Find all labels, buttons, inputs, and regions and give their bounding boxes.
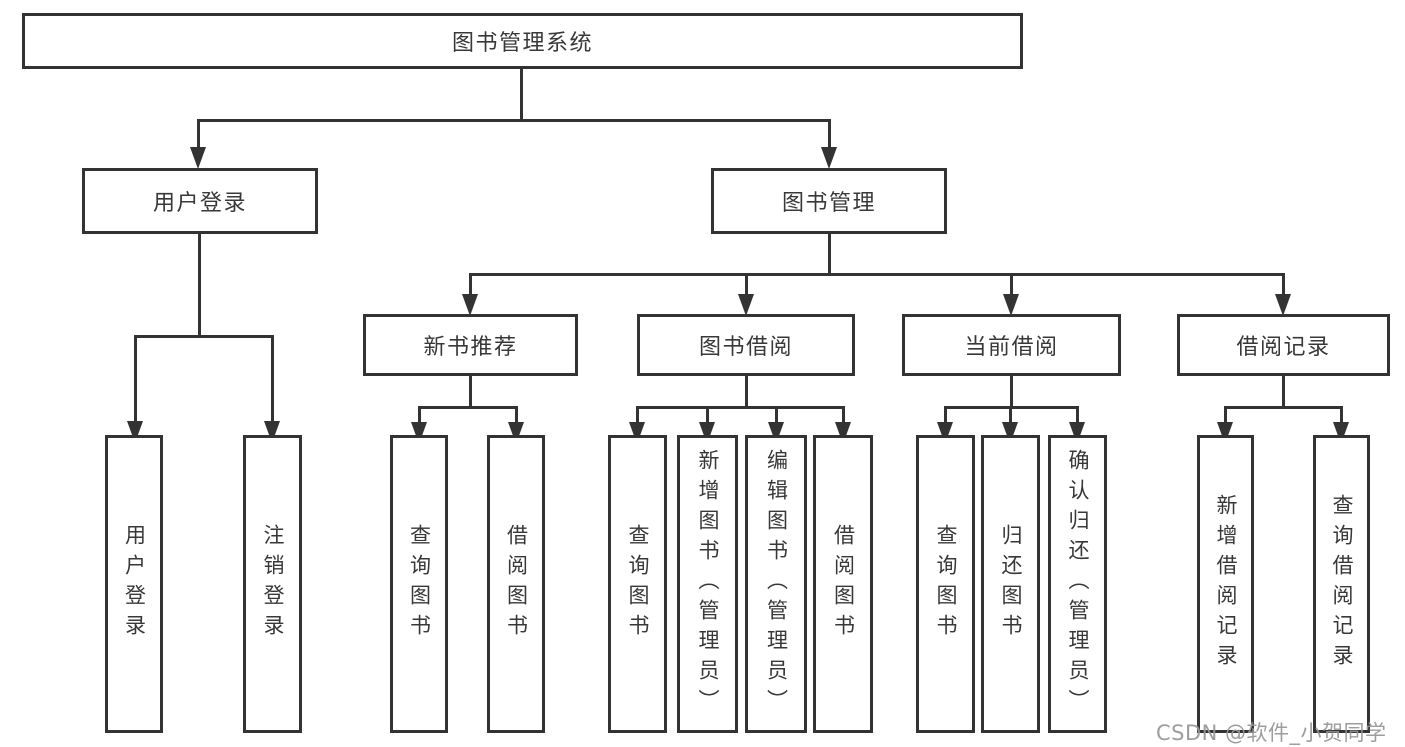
node-label: 图书管理 xyxy=(781,191,876,216)
connector-drop xyxy=(828,119,831,151)
csdn-watermark: CSDN @软件_小贺同学 xyxy=(1156,721,1387,745)
node-label: 查询图书 xyxy=(407,524,432,644)
node-book-borrowing: 图书借阅 xyxy=(637,314,855,376)
node-label: 图书借阅 xyxy=(698,335,793,360)
node-add-books-admin: 新增图书（管理员） xyxy=(677,435,738,733)
connector-group-split xyxy=(636,406,845,409)
node-borrow-records: 借阅记录 xyxy=(1177,314,1390,376)
connector-drop xyxy=(1009,406,1012,426)
connector-drop xyxy=(197,119,200,151)
connector-root-stem xyxy=(520,68,523,121)
connector-drop xyxy=(944,406,947,426)
connector-userlogin-split xyxy=(134,335,274,338)
node-confirm-return-admin: 确认归还（管理员） xyxy=(1048,435,1107,733)
node-root: 图书管理系统 xyxy=(22,13,1023,69)
node-label: 查询图书 xyxy=(934,524,958,644)
connector-drop xyxy=(775,406,778,426)
arrowhead-down-icon xyxy=(738,294,754,316)
node-new-book-recommend: 新书推荐 xyxy=(363,314,578,376)
connector-drop xyxy=(469,273,472,298)
arrowhead-down-icon xyxy=(190,147,206,169)
node-current-borrowing: 当前借阅 xyxy=(902,314,1121,376)
node-query-books-recommend: 查询图书 xyxy=(390,435,448,733)
connector-drop xyxy=(1076,406,1079,426)
node-query-books-borrowing: 查询图书 xyxy=(608,435,667,733)
arrowhead-down-icon xyxy=(1275,294,1291,316)
connector-group-split xyxy=(1224,406,1343,409)
node-label: 当前借阅 xyxy=(964,335,1059,360)
connector-drop xyxy=(134,335,137,425)
connector-group-stem xyxy=(745,376,748,408)
connector-userlogin-stem xyxy=(198,234,201,337)
connector-drop xyxy=(1340,406,1343,426)
connector-group-stem xyxy=(1282,376,1285,408)
connector-drop xyxy=(1282,273,1285,298)
connector-group-stem xyxy=(1010,376,1013,408)
node-label: 新增借阅记录 xyxy=(1214,494,1238,674)
arrowhead-down-icon xyxy=(462,294,478,316)
node-label: 借阅图书 xyxy=(504,524,529,644)
node-label: 新书推荐 xyxy=(423,335,518,360)
node-label: 借阅记录 xyxy=(1236,335,1331,360)
node-login-action: 用户登录 xyxy=(105,435,163,733)
node-label: 查询借阅记录 xyxy=(1330,494,1354,674)
node-label: 编辑图书（管理员） xyxy=(764,449,789,719)
node-query-books-current: 查询图书 xyxy=(916,435,975,733)
node-label: 用户登录 xyxy=(122,524,147,644)
node-return-books: 归还图书 xyxy=(981,435,1040,733)
connector-drop xyxy=(515,406,518,426)
node-label: 新增图书（管理员） xyxy=(696,449,720,719)
node-book-management: 图书管理 xyxy=(711,168,947,234)
node-label: 图书管理系统 xyxy=(451,31,593,56)
node-add-borrow-record: 新增借阅记录 xyxy=(1197,435,1254,733)
arrowhead-down-icon xyxy=(1003,294,1019,316)
connector-drop xyxy=(1010,273,1013,298)
connector-group-split xyxy=(418,406,518,409)
node-label: 归还图书 xyxy=(999,524,1023,644)
node-label: 借阅图书 xyxy=(831,524,856,644)
node-logout-action: 注销登录 xyxy=(243,435,302,733)
arrowhead-down-icon xyxy=(821,147,837,169)
connector-drop xyxy=(636,406,639,426)
node-label: 用户登录 xyxy=(152,191,247,216)
connector-drop xyxy=(706,406,709,426)
node-label: 查询图书 xyxy=(626,524,650,644)
node-query-borrow-record: 查询借阅记录 xyxy=(1313,435,1370,733)
connector-drop xyxy=(1224,406,1227,426)
node-borrow-books-recommend: 借阅图书 xyxy=(487,435,545,733)
connector-drop xyxy=(842,406,845,426)
connector-drop xyxy=(418,406,421,426)
node-borrow-books-borrowing: 借阅图书 xyxy=(813,435,873,733)
connector-drop xyxy=(745,273,748,298)
node-user-login: 用户登录 xyxy=(82,168,318,234)
connector-bookmgmt-split xyxy=(469,273,1285,276)
connector-root-split xyxy=(197,119,831,122)
node-label: 注销登录 xyxy=(261,524,285,644)
node-label: 确认归还（管理员） xyxy=(1066,449,1090,719)
connector-drop xyxy=(271,335,274,425)
node-edit-books-admin: 编辑图书（管理员） xyxy=(745,435,807,733)
connector-bookmgmt-stem xyxy=(828,234,831,275)
connector-group-stem xyxy=(469,376,472,408)
